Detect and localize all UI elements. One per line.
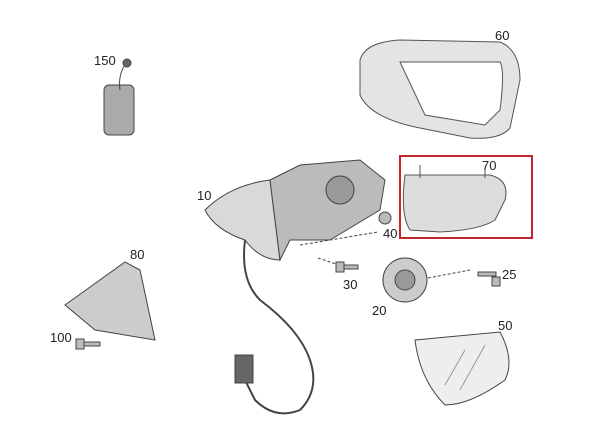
part-80-triangle-trim[interactable] <box>64 261 156 341</box>
part-40-clip[interactable] <box>299 211 392 246</box>
label-70: 70 <box>482 158 497 173</box>
label-80: 80 <box>130 247 145 262</box>
label-30: 30 <box>343 277 358 292</box>
part-50-mirror-glass[interactable] <box>414 331 510 406</box>
label-100: 100 <box>50 330 72 345</box>
label-10: 10 <box>197 188 212 203</box>
part-25-screw[interactable] <box>477 271 501 287</box>
part-20-adjust-motor[interactable] <box>382 257 471 303</box>
part-60-mirror-cover[interactable] <box>359 39 521 139</box>
label-50: 50 <box>498 318 513 333</box>
part-100-screw[interactable] <box>75 338 101 350</box>
highlight-box-70 <box>399 155 533 239</box>
label-40: 40 <box>383 226 398 241</box>
label-20: 20 <box>372 303 387 318</box>
label-25: 25 <box>502 267 517 282</box>
part-150-motor[interactable] <box>103 58 135 136</box>
label-150: 150 <box>94 53 116 68</box>
part-70-cover-trim[interactable] <box>402 165 507 233</box>
part-10-mirror-base[interactable] <box>204 159 386 415</box>
label-60: 60 <box>495 28 510 43</box>
part-30-screw[interactable] <box>317 257 359 273</box>
